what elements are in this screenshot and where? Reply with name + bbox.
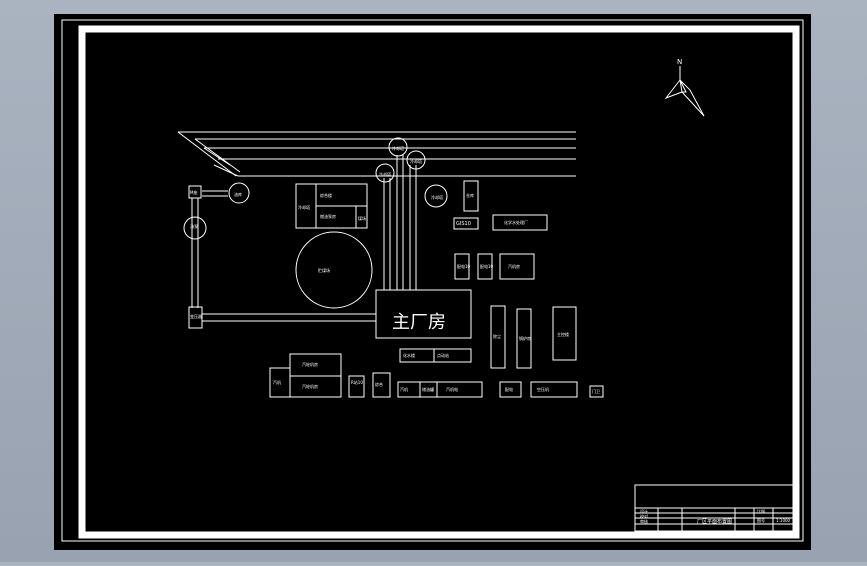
box-m-seat — [188, 185, 202, 199]
box-dust — [490, 305, 506, 369]
label-l33: 配电 — [505, 386, 513, 392]
label-l2: 油泵 — [190, 223, 198, 229]
label-l28: 综合 — [375, 381, 383, 387]
label-l15: GIS10 — [456, 221, 471, 227]
title-block-c2: 校对 — [640, 513, 648, 519]
label-l29: R站10 — [351, 379, 363, 385]
title-block-c4: 比例 — [757, 508, 765, 514]
label-l16: 化学水处理厂 — [504, 219, 528, 225]
coal-yard-circle — [295, 231, 373, 309]
title-block-c3: 审核 — [640, 518, 648, 524]
label-l17: 配电10 — [457, 263, 471, 269]
label-l11: 冷却塔 — [431, 194, 443, 200]
circle-tank-left — [228, 182, 250, 204]
title-block-c5: 图号 — [757, 517, 765, 523]
box-substation — [433, 348, 472, 363]
box-warehouse — [463, 180, 479, 212]
label-l34: 空压机 — [537, 386, 549, 392]
label-l7: 综合楼 — [320, 192, 332, 198]
label-l27: 汽机 — [273, 379, 281, 385]
label-l21: 锅炉房 — [519, 335, 531, 341]
inner-frame — [78, 25, 800, 539]
title-block-c1: 设计 — [640, 508, 648, 514]
label-l19: 汽机房 — [508, 263, 520, 269]
rail-lines — [177, 131, 576, 177]
box-transformer — [188, 306, 203, 329]
label-l25: 汽轮机房 — [302, 361, 318, 367]
box-r-station — [348, 375, 365, 398]
label-l32: 汽机电 — [446, 386, 458, 392]
title-block-title: 厂区平面布置图 — [697, 518, 732, 525]
box-compressor — [530, 381, 578, 398]
label-l10: 煤场 — [358, 215, 366, 221]
left-road — [191, 190, 376, 322]
label-l23: 化水楼 — [403, 352, 415, 358]
tower-circle-3 — [375, 163, 395, 183]
label-l22: 主控楼 — [557, 331, 569, 337]
circle-pump — [183, 216, 207, 240]
box-switch-2 — [477, 253, 493, 280]
circle-tank-right — [424, 184, 448, 208]
main-building-label: 主厂房 — [392, 312, 446, 333]
label-l30: 汽机 — [400, 386, 408, 392]
label-l6: 冷却塔 — [298, 204, 310, 210]
conveyors — [383, 155, 417, 290]
box-turbine-small — [269, 367, 291, 398]
label-l8: 油库 — [234, 191, 242, 197]
box-gis — [453, 217, 479, 230]
outer-frame — [61, 19, 804, 542]
north-arrow: N — [664, 58, 705, 117]
label-l4: 冷却塔 — [410, 158, 422, 164]
label-l9: 燃油泵房 — [320, 213, 336, 219]
box-bottom-row — [397, 381, 483, 398]
box-power — [499, 381, 522, 398]
box-water-treatment — [492, 214, 548, 231]
box-gate — [589, 385, 604, 398]
label-l20: 除尘 — [493, 333, 501, 339]
box-control — [552, 306, 577, 361]
label-l26: 汽轮机房 — [302, 383, 318, 389]
label-l3: 冷却塔 — [392, 145, 404, 151]
label-l13: 仓库 — [466, 192, 474, 198]
box-boiler — [516, 308, 532, 369]
label-l1: M座 — [190, 189, 197, 195]
label-l12: 贮煤场 — [318, 267, 330, 273]
tower-circle-2 — [406, 150, 426, 170]
title-block — [634, 484, 797, 532]
box-switch-1 — [454, 253, 470, 280]
label-l31: 储油罐 — [422, 386, 434, 392]
label-l24: 点动站 — [437, 352, 449, 358]
box-turbine — [499, 253, 535, 280]
tower-circle-1 — [388, 137, 408, 157]
north-label: N — [677, 58, 682, 66]
box-complex — [372, 372, 391, 398]
main-building — [375, 289, 472, 339]
label-l5: 冷却塔 — [379, 171, 391, 177]
label-l35: 门卫 — [592, 388, 600, 394]
label-l18: 配电10 — [480, 263, 494, 269]
label-l14: 变压器 — [190, 313, 202, 319]
title-block-c6: 1:1000 — [776, 518, 791, 523]
